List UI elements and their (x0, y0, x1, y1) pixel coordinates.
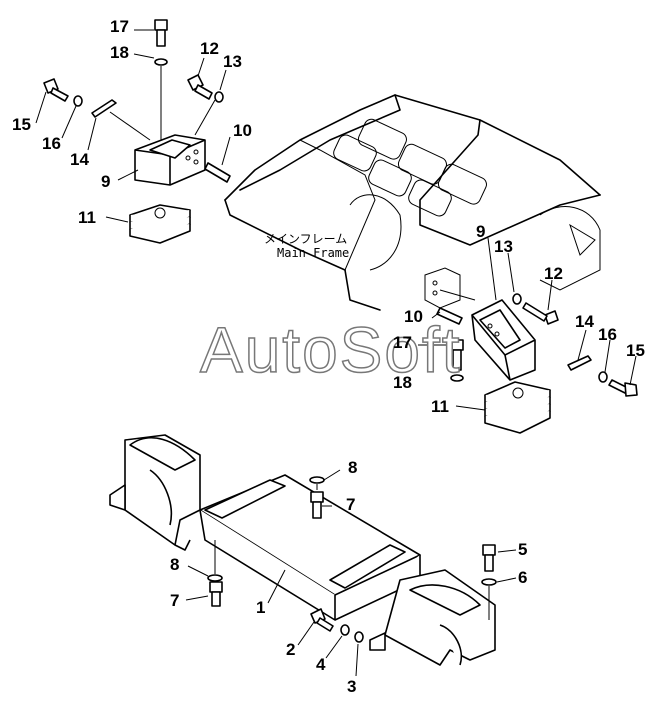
washer-8-left (207, 574, 223, 582)
callout-8-left: 8 (170, 555, 179, 574)
callout-11-upper: 11 (78, 208, 96, 227)
leader-plate-14-upper (109, 111, 151, 141)
callout-14-upper: 14 (70, 150, 89, 169)
callout-16-upper: 16 (42, 134, 61, 153)
leader-bolt-12-upper (194, 99, 216, 136)
callout-16-lower: 16 (598, 325, 617, 344)
main-frame (224, 94, 601, 311)
callout-12-lower: 12 (544, 264, 563, 283)
callout-9-upper: 9 (101, 172, 110, 191)
callout-9-lower: 9 (476, 222, 485, 241)
bolt-17-lower (450, 339, 464, 371)
callout-17-upper: 17 (110, 17, 129, 36)
bolt-12-lower (522, 302, 559, 325)
callout-15-lower: 15 (626, 341, 645, 360)
callout-15-upper: 15 (12, 115, 31, 134)
callout-leaders (35, 29, 637, 677)
bolt-12-upper (187, 74, 213, 100)
washer-3 (354, 631, 364, 643)
callout-14-lower: 14 (575, 312, 594, 331)
callout-11-lower: 11 (431, 397, 449, 416)
bolt-7-right (310, 491, 324, 519)
washer-13-upper (214, 91, 224, 103)
callout-7-left: 7 (170, 591, 179, 610)
bolt-15-lower (608, 379, 638, 397)
pin-10-upper (204, 162, 231, 183)
bolt-7-left (209, 581, 223, 607)
washer-8-right (309, 476, 325, 484)
washer-6 (481, 578, 497, 586)
bolt-2 (310, 608, 334, 632)
callout-1: 1 (256, 598, 265, 617)
callout-10-lower: 10 (404, 307, 423, 326)
callout-13-lower: 13 (494, 237, 513, 256)
washer-18-lower (450, 374, 464, 382)
callout-18-lower: 18 (393, 373, 412, 392)
washer-13-lower (512, 293, 522, 305)
callout-12-upper: 12 (200, 39, 219, 58)
watermark-text: AutoSoft (200, 314, 462, 386)
callout-13-upper: 13 (223, 52, 242, 71)
main-frame-label-jp: メインフレーム (264, 232, 347, 246)
callout-7-right: 7 (346, 495, 355, 514)
callout-10-upper: 10 (233, 121, 252, 140)
washer-16-upper (73, 95, 83, 107)
plate-14-lower (567, 355, 592, 371)
mount-bracket-9-upper (134, 134, 206, 186)
shim-stack-11-lower (484, 381, 551, 434)
mount-bracket-9-lower (471, 299, 536, 381)
cross-member-1 (109, 434, 496, 666)
main-frame-label-en: Main Frame (277, 246, 349, 260)
plate-14-upper (91, 99, 117, 118)
callout-18-upper: 18 (110, 43, 129, 62)
callout-8-right: 8 (348, 458, 357, 477)
bolt-15-upper (43, 78, 69, 102)
washer-4 (340, 624, 350, 636)
washer-16-lower (598, 371, 608, 383)
callout-17-lower: 17 (393, 333, 412, 352)
pin-10-lower (436, 307, 463, 325)
shim-stack-11-upper (129, 204, 191, 244)
callout-2: 2 (286, 640, 295, 659)
callout-5: 5 (518, 540, 527, 559)
bolt-17-upper (154, 19, 168, 47)
callout-3: 3 (347, 677, 356, 696)
washer-18-upper (154, 58, 168, 66)
callout-4: 4 (316, 655, 326, 674)
callout-6: 6 (518, 568, 527, 587)
bolt-5 (482, 544, 496, 572)
